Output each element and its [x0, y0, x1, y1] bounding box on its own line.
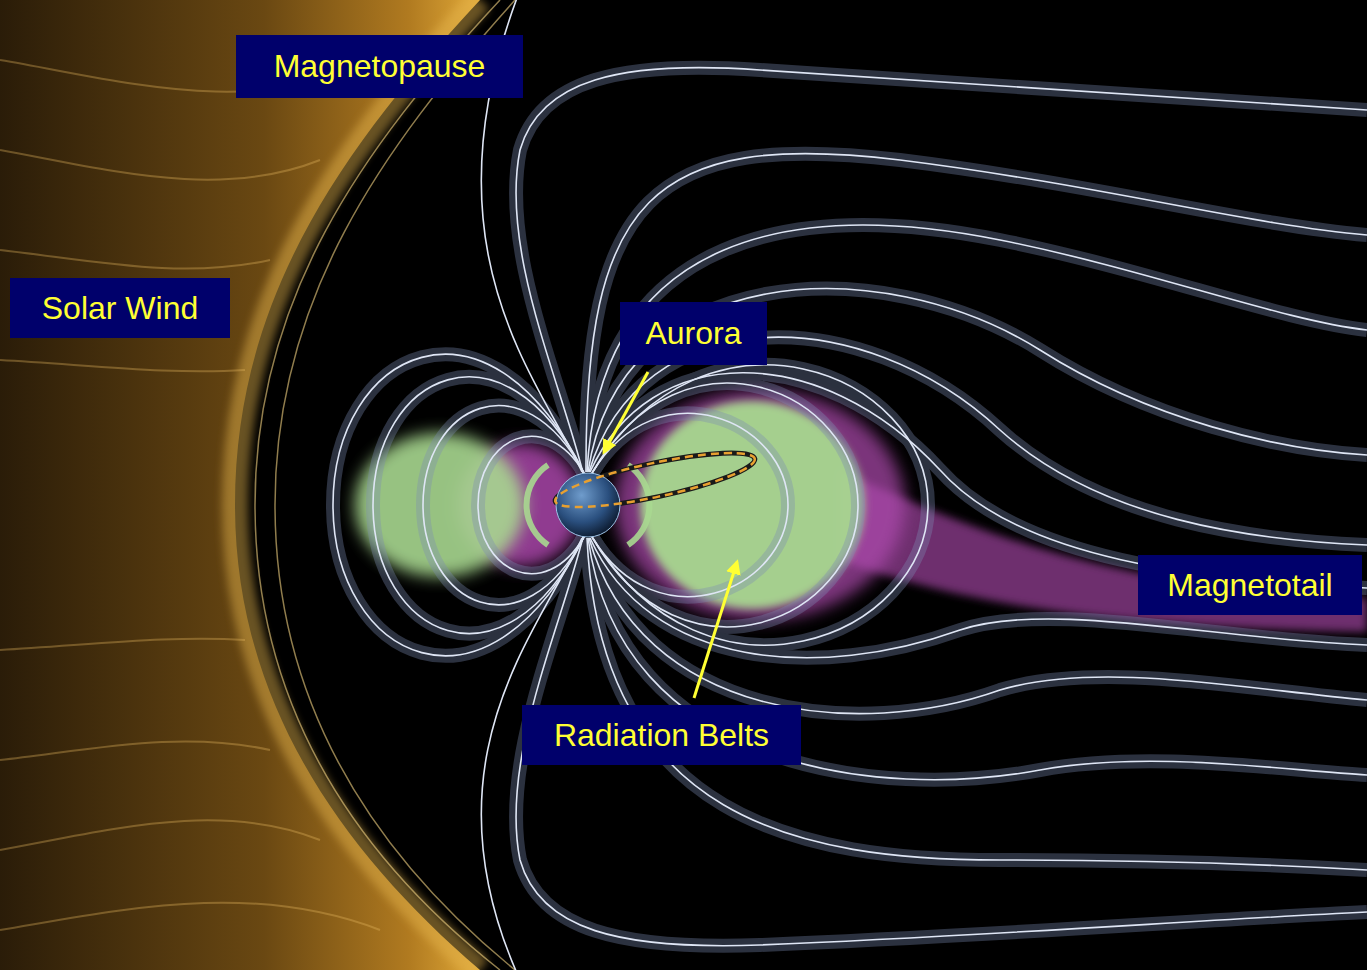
label-text: Aurora	[645, 315, 741, 352]
field-lines	[333, 0, 1367, 970]
earth-and-orbit	[552, 442, 759, 537]
aurora-leader	[604, 372, 648, 452]
leader-arrows	[604, 372, 737, 698]
radiation-belts-leader	[694, 562, 737, 698]
inner-belt-right	[628, 465, 649, 545]
label-box: Magnetotail	[1138, 555, 1362, 615]
label-text: Solar Wind	[42, 290, 199, 327]
magnetosphere-cavity	[292, 0, 1367, 970]
label-box: Magnetopause	[236, 35, 523, 98]
label-box: Aurora	[620, 302, 767, 365]
inner-belt-left	[527, 465, 548, 545]
label-text: Magnetotail	[1167, 567, 1332, 604]
field-line-glow	[333, 68, 1367, 946]
label-box: Solar Wind	[10, 278, 230, 338]
satellite-orbit	[552, 442, 759, 518]
label-text: Radiation Belts	[554, 717, 769, 754]
label-box: Radiation Belts	[522, 705, 801, 765]
label-text: Magnetopause	[274, 48, 486, 85]
field-line-core	[333, 0, 1367, 970]
